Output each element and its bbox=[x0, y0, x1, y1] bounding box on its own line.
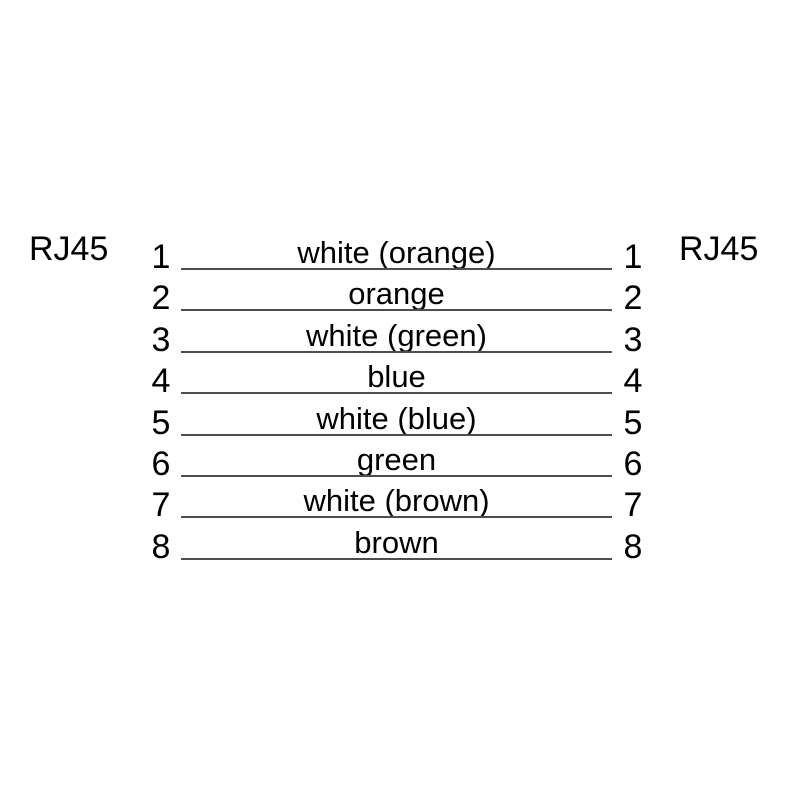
wire-color-label: white (green) bbox=[306, 317, 487, 353]
wire-color-label: white (brown) bbox=[303, 483, 490, 519]
right-pin-number: 3 bbox=[623, 320, 643, 359]
right-pin-number: 4 bbox=[623, 362, 643, 401]
wire-color-label: blue bbox=[367, 359, 426, 395]
wire-color-label: white (blue) bbox=[316, 400, 477, 436]
left-pin-number: 3 bbox=[151, 320, 171, 359]
left-pin-number: 1 bbox=[151, 238, 171, 276]
right-pin-number: 5 bbox=[623, 403, 643, 442]
wire-line bbox=[181, 557, 612, 560]
right-pin-number: 7 bbox=[623, 486, 643, 525]
left-pin-number: 5 bbox=[151, 403, 171, 442]
right-pin-number: 1 bbox=[623, 238, 643, 276]
right-pin-number: 6 bbox=[623, 445, 643, 483]
wire-color-label: green bbox=[356, 442, 437, 477]
wire-line bbox=[181, 350, 612, 353]
left-pin-number: 2 bbox=[151, 279, 171, 318]
wire-line bbox=[181, 309, 612, 312]
left-pin-number: 6 bbox=[151, 445, 171, 483]
wire-color-label: white (orange) bbox=[297, 235, 496, 270]
right-pin-number: 2 bbox=[623, 279, 643, 318]
wire-line bbox=[181, 475, 612, 477]
wire-line bbox=[181, 516, 612, 519]
wire-line bbox=[181, 392, 612, 395]
wire-line bbox=[181, 433, 612, 436]
wire-line bbox=[181, 268, 612, 270]
left-pin-number: 7 bbox=[151, 486, 171, 525]
right-connector-label: RJ45 bbox=[679, 230, 759, 268]
right-pin-number: 8 bbox=[623, 527, 643, 566]
wire-color-label: orange bbox=[348, 276, 445, 312]
left-pin-number: 4 bbox=[151, 362, 171, 401]
wire-color-label: brown bbox=[354, 524, 439, 560]
left-connector-label: RJ45 bbox=[29, 230, 109, 268]
left-pin-number: 8 bbox=[151, 527, 171, 566]
